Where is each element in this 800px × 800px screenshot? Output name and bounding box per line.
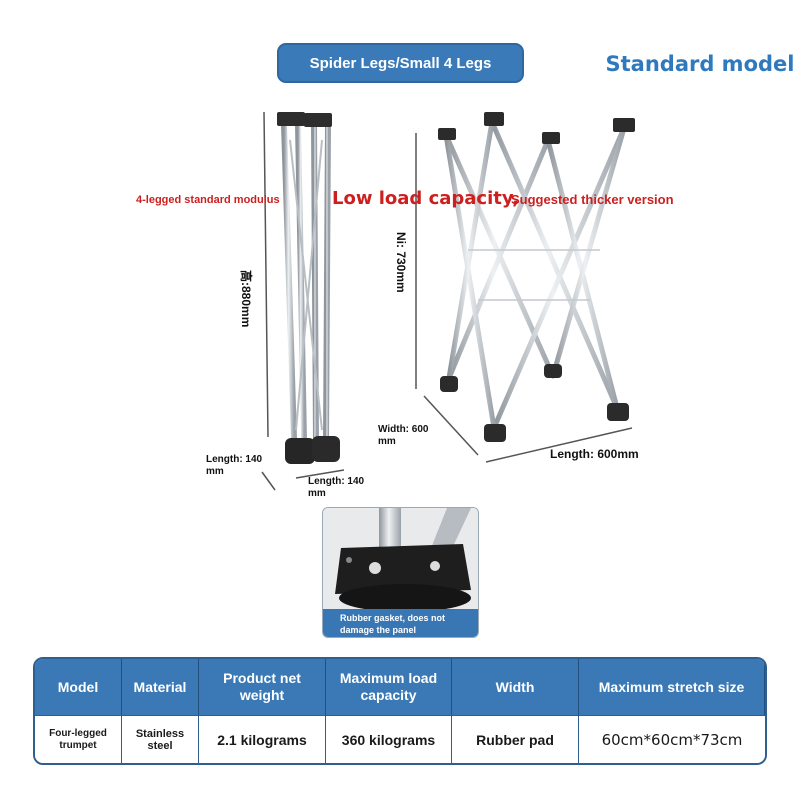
title-pill: Spider Legs/Small 4 Legs bbox=[277, 43, 524, 83]
dim-open-length: Length: 600mm bbox=[550, 447, 639, 461]
folded-dimension-lines bbox=[261, 111, 345, 491]
dim-open-width: Width: 600 mm bbox=[378, 424, 429, 447]
header-model: Model bbox=[35, 659, 122, 715]
cell-net-weight: 2.1 kilograms bbox=[199, 715, 326, 763]
cell-material: Stainless steel bbox=[122, 715, 199, 763]
note-standard-modulus: 4-legged standard modulus bbox=[136, 194, 280, 206]
cell-max-stretch: 60cm*60cm*73cm bbox=[579, 715, 765, 763]
header-max-stretch: Maximum stretch size bbox=[579, 659, 765, 715]
inset-caption: Rubber gasket, does not damage the panel bbox=[323, 609, 478, 637]
cell-model: Four-legged trumpet bbox=[35, 715, 122, 763]
header-max-load: Maximum load capacity bbox=[326, 659, 452, 715]
note-suggestion: Suggested thicker version bbox=[511, 192, 674, 207]
rubber-pad-photo bbox=[323, 508, 478, 612]
header-width: Width bbox=[452, 659, 579, 715]
cell-width: Rubber pad bbox=[452, 715, 579, 763]
header-material: Material bbox=[122, 659, 199, 715]
expanded-stand bbox=[438, 112, 635, 442]
dim-height-open: Ni: 730mm bbox=[394, 232, 408, 293]
dim-folded-length-b: Length: 140 mm bbox=[308, 476, 365, 499]
header-net-weight: Product net weight bbox=[199, 659, 326, 715]
folded-stand bbox=[277, 112, 340, 464]
dim-folded-length-a: Length: 140 mm bbox=[206, 454, 263, 477]
model-tag: Standard model bbox=[605, 52, 795, 76]
dim-height-folded: 高:880mm bbox=[239, 270, 253, 328]
note-low-load: Low load capacity, bbox=[332, 188, 520, 209]
expanded-dimension-lines bbox=[415, 133, 633, 463]
rubber-pad-closeup: Rubber gasket, does not damage the panel bbox=[322, 507, 479, 638]
spec-table: Model Material Product net weight Maximu… bbox=[33, 657, 767, 765]
cell-max-load: 360 kilograms bbox=[326, 715, 452, 763]
